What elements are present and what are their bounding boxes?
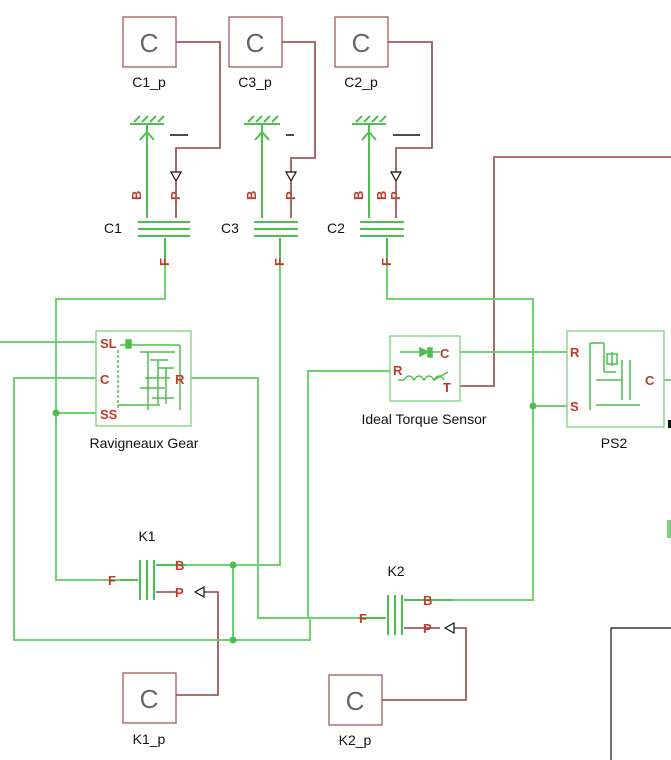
block-label: Ravigneaux Gear (90, 435, 199, 451)
gear-icon (117, 339, 181, 410)
ps-block-symbol: C (352, 28, 371, 58)
port-label: B (374, 191, 389, 200)
ps-block-k2p[interactable]: C K2_p (328, 674, 383, 748)
ps-block-symbol: C (140, 684, 159, 714)
block-label: Ideal Torque Sensor (361, 411, 486, 427)
port-label: C (440, 346, 450, 361)
wire-c1p-to-c1[interactable] (175, 41, 221, 172)
wire-rav-c[interactable] (13, 377, 358, 641)
mechanical-wires (0, 262, 671, 644)
planetary-gear-icon (589, 342, 640, 410)
clutch-label: C1 (104, 220, 122, 236)
junction-dot (52, 409, 60, 417)
wire-c3p-to-c3[interactable] (282, 41, 316, 172)
wire-rav-r[interactable] (191, 377, 310, 619)
port-label: C (100, 372, 110, 387)
clutch-c3[interactable]: B P C3 F (221, 115, 298, 266)
wire-c2-f[interactable] (386, 262, 534, 601)
port-label: F (157, 258, 172, 266)
port-label: F (359, 611, 367, 626)
junction-dot (529, 402, 537, 410)
port-label: B (129, 191, 144, 200)
clutch-label: C3 (221, 220, 239, 236)
input-arrow-icon (389, 171, 403, 183)
wire-c2p-to-c2[interactable] (388, 41, 433, 172)
ps-block-c1p[interactable]: C C1_p (122, 16, 177, 90)
clutch-label: K1 (138, 528, 155, 544)
clutch-k2[interactable]: K2 F B P (358, 563, 455, 636)
ps-block-symbol: C (140, 28, 159, 58)
ground-icon (352, 115, 387, 196)
port-label: P (175, 585, 184, 600)
wire-k1-b[interactable] (186, 564, 234, 640)
clutch-c1[interactable]: B P C1 F (104, 115, 190, 266)
ps-block-label: C3_p (238, 74, 272, 90)
port-label: R (175, 372, 185, 387)
port-label: R (393, 363, 403, 378)
input-arrow-icon (193, 585, 205, 599)
offscreen-block-edge (668, 420, 671, 428)
junction-dot (229, 561, 237, 569)
ps-block-c2p[interactable]: C C2_p (334, 16, 389, 90)
port-label: B (423, 593, 432, 608)
input-arrow-icon (169, 171, 183, 183)
ps-block-label: C2_p (344, 74, 378, 90)
clutch-c2[interactable]: B B P C2 F (327, 115, 420, 266)
ps-block-c3p[interactable]: C C3_p (228, 16, 283, 90)
wire-c1-f[interactable] (55, 262, 166, 581)
ideal-torque-sensor-block[interactable]: C R T Ideal Torque Sensor (361, 335, 487, 427)
port-label: B (351, 191, 366, 200)
ps-block-label: K2_p (339, 732, 372, 748)
wire-sensor-r[interactable] (307, 370, 390, 618)
clutch-k1[interactable]: K1 F B P (108, 528, 205, 600)
clutch-label: K2 (387, 563, 404, 579)
input-arrow-icon (443, 621, 455, 635)
port-label: R (570, 345, 580, 360)
ps-block-k1p[interactable]: C K1_p (122, 672, 177, 747)
torque-sensor-icon (398, 346, 449, 382)
ground-icon (244, 115, 280, 196)
wire-k2p-to-k2[interactable] (382, 627, 467, 701)
ps2-block[interactable]: R S C PS2 (566, 330, 665, 451)
offscreen-block-edge (667, 520, 671, 538)
ps-block-symbol: C (246, 28, 265, 58)
port-label: T (443, 380, 451, 395)
port-label: B (244, 191, 259, 200)
input-arrow-icon (284, 171, 298, 183)
port-label: F (379, 258, 394, 266)
port-label: P (423, 621, 432, 636)
ps-block-label: C1_p (132, 74, 166, 90)
port-label: SS (100, 407, 118, 422)
offscreen-scope-block[interactable] (610, 627, 671, 760)
junction-dot (229, 636, 237, 644)
block-label: PS2 (601, 435, 628, 451)
clutch-label: C2 (327, 220, 345, 236)
port-label: SL (100, 336, 117, 351)
ravigneaux-gear-block[interactable]: SL C SS R Ravigneaux Gear (90, 330, 199, 451)
wire-c3-f[interactable] (233, 262, 281, 566)
wire-sensor-t-out[interactable] (460, 156, 671, 387)
ps-block-symbol: C (346, 686, 365, 716)
ground-icon (130, 115, 165, 196)
port-label: F (108, 573, 116, 588)
wire-k1p-to-k1[interactable] (176, 591, 219, 696)
port-label: B (175, 558, 184, 573)
signal-wires (175, 41, 671, 701)
port-label: C (645, 373, 655, 388)
port-label: F (272, 258, 287, 266)
port-label: S (570, 399, 579, 414)
ps-block-label: K1_p (133, 731, 166, 747)
